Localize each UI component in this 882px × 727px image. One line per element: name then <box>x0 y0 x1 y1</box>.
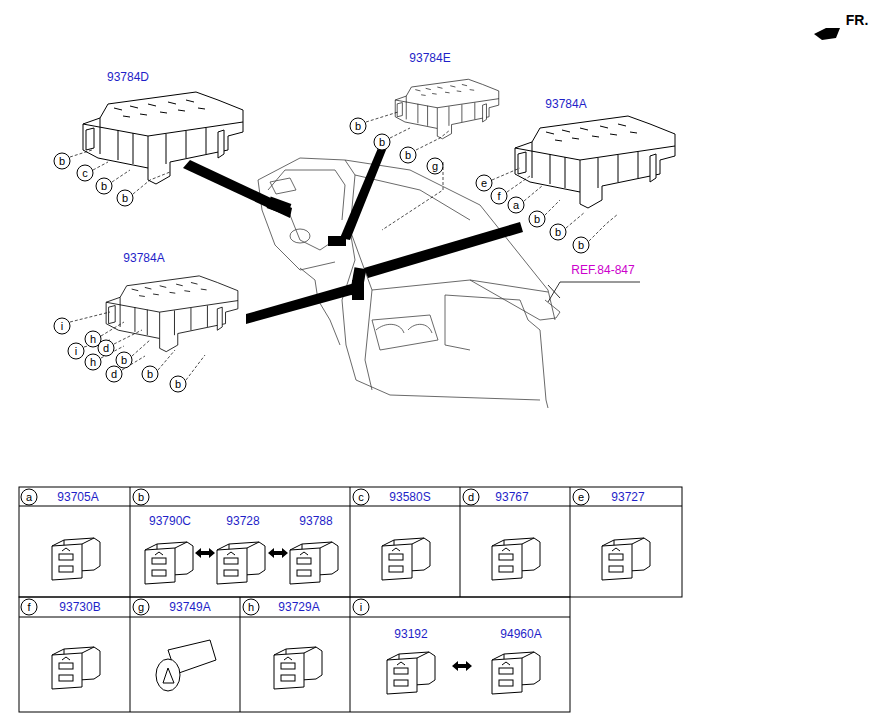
callout-letter: a <box>509 198 524 212</box>
callout-circle: a <box>508 197 525 214</box>
part-number: 93192 <box>394 628 427 640</box>
part-number: 93749A <box>169 601 210 613</box>
callout-circle: g <box>133 599 150 616</box>
callout-circle: b <box>374 134 391 151</box>
part-number: 94960A <box>500 628 541 640</box>
part-number: 93784A <box>123 252 164 264</box>
callout-letter: b <box>171 377 186 391</box>
callout-circle: b <box>117 190 134 207</box>
callout-letter: a <box>22 490 37 504</box>
callout-circle: b <box>54 153 71 170</box>
callout-letter: g <box>134 600 149 614</box>
callout-circle: e <box>476 175 493 192</box>
callout-circle: e <box>573 489 590 506</box>
part-number: 93767 <box>495 491 528 503</box>
callout-letter: f <box>22 600 37 614</box>
callout-letter: b <box>134 490 149 504</box>
callout-letter: h <box>244 600 259 614</box>
part-number: 93788 <box>299 515 332 527</box>
part-number: 93728 <box>226 515 259 527</box>
callout-letter: d <box>464 490 479 504</box>
callout-circle: b <box>170 376 187 393</box>
callout-circle: b <box>350 118 367 135</box>
callout-letter: e <box>574 490 589 504</box>
callout-letter: i <box>55 319 70 333</box>
callout-letter: b <box>351 119 366 133</box>
part-number: 93705A <box>57 491 98 503</box>
callout-circle: b <box>400 147 417 164</box>
callout-circle: c <box>77 165 94 182</box>
callout-circle: i <box>68 343 85 360</box>
callout-letter: b <box>143 367 158 381</box>
callout-circle: f <box>491 188 508 205</box>
callout-circle: c <box>353 489 370 506</box>
callout-letter: i <box>354 600 369 614</box>
part-number: 93784E <box>409 52 450 64</box>
callout-letter: i <box>69 344 84 358</box>
callout-circle: d <box>463 489 480 506</box>
part-number: 93580S <box>389 491 430 503</box>
callout-circle: f <box>21 599 38 616</box>
callout-letter: b <box>574 238 589 252</box>
part-number: 93790C <box>149 515 191 527</box>
callout-circle: b <box>550 224 567 241</box>
callout-letter: d <box>107 367 122 381</box>
callout-circle: i <box>54 318 71 335</box>
callout-circle: b <box>133 489 150 506</box>
callout-letter: e <box>477 176 492 190</box>
part-number: 93729A <box>278 601 319 613</box>
callout-circle: b <box>142 366 159 383</box>
callout-circle: b <box>529 211 546 228</box>
part-number: 93727 <box>611 491 644 503</box>
direction-mark: FR. <box>846 13 869 27</box>
callout-letter: h <box>86 355 101 369</box>
part-number: 93784D <box>107 71 149 83</box>
callout-circle: h <box>243 599 260 616</box>
callout-circle: i <box>353 599 370 616</box>
callout-letter: b <box>97 179 112 193</box>
callout-circle: d <box>106 366 123 383</box>
callout-letter: d <box>99 341 114 355</box>
callout-circle: h <box>85 354 102 371</box>
callout-circle: d <box>98 340 115 357</box>
callout-letter: c <box>354 490 369 504</box>
callout-letter: b <box>530 212 545 226</box>
part-number: 93784A <box>545 98 586 110</box>
callout-circle: g <box>427 158 444 175</box>
callout-letter: b <box>401 148 416 162</box>
callout-letter: b <box>118 191 133 205</box>
callout-letter: f <box>492 189 507 203</box>
part-number: 93730B <box>59 601 100 613</box>
callout-circle: b <box>573 237 590 254</box>
callout-circle: b <box>96 178 113 195</box>
callout-letter: g <box>428 159 443 173</box>
callout-letter: b <box>117 353 132 367</box>
callout-letter: b <box>55 154 70 168</box>
callout-letter: b <box>551 225 566 239</box>
callout-letter: c <box>78 166 93 180</box>
reference-number: REF.84-847 <box>571 264 634 276</box>
callout-circle: a <box>21 489 38 506</box>
callout-letter: b <box>375 135 390 149</box>
